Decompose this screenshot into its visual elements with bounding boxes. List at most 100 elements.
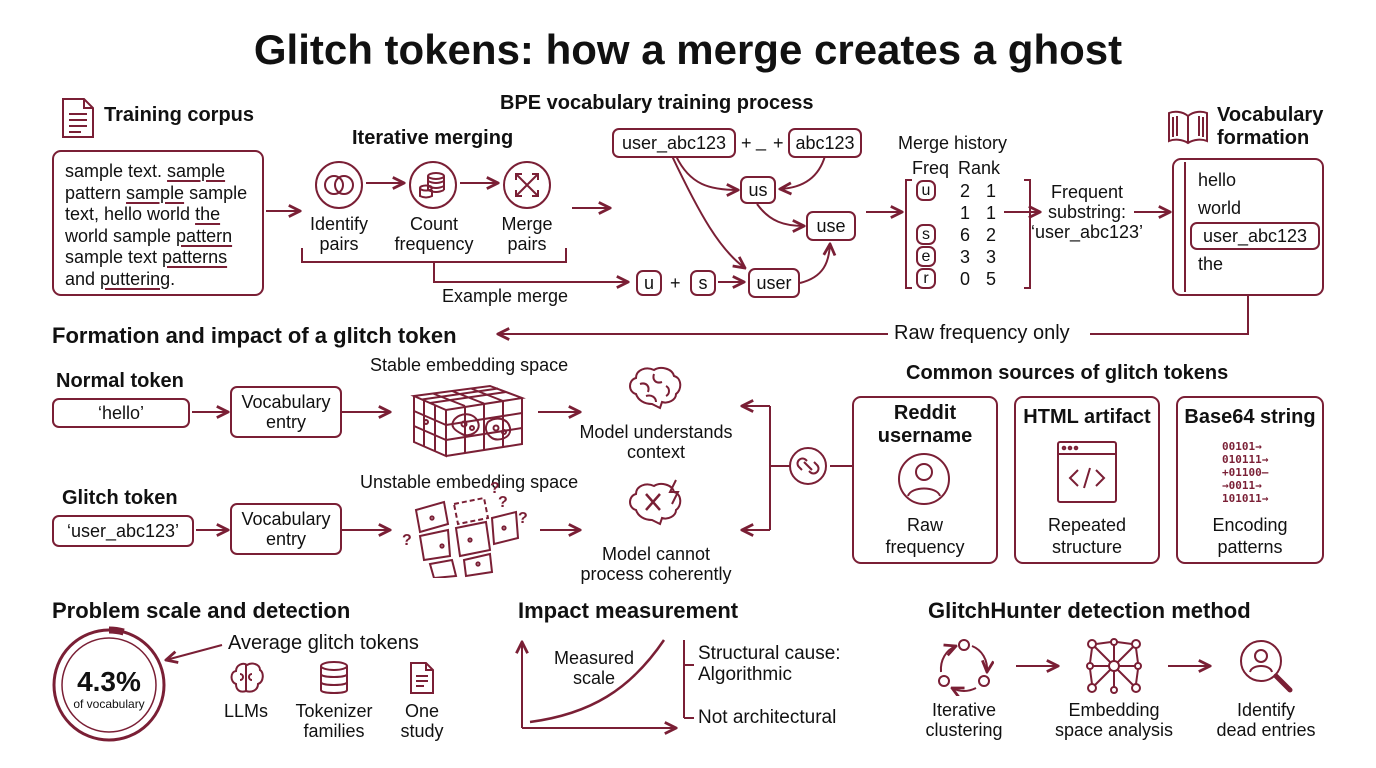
hunter-heading: GlitchHunter detection method	[928, 598, 1251, 623]
corpus-word: sample	[126, 182, 185, 203]
glitch-token-heading: Glitch token	[62, 487, 178, 509]
plus-sign-1: +	[741, 133, 752, 153]
stable-space-label: Stable embedding space	[370, 355, 569, 375]
example-merge-label: Example merge	[442, 286, 569, 306]
corpus-word: text, hello world	[65, 204, 196, 224]
merge-history-heading: Merge history	[898, 133, 1008, 153]
history-rank: 1	[986, 181, 997, 201]
history-freq: 1	[960, 203, 971, 223]
formation-heading: Formation and impact of a glitch token	[52, 323, 457, 348]
brain-icon	[629, 367, 682, 410]
token-user-abc123: user_abc123	[612, 128, 736, 158]
binary-line: +01100–	[1222, 466, 1269, 479]
measured-scale-label: Measured scale	[553, 648, 635, 688]
merge-arrows-icon	[503, 161, 551, 209]
question-mark-2: ?	[498, 494, 508, 511]
history-freq: 0	[960, 269, 971, 289]
source-reddit-caption: Raw frequency	[885, 515, 965, 557]
hunter-step-clustering: Iterative clustering	[925, 700, 1003, 740]
vocab-item-user-abc123: user_abc123	[1190, 222, 1320, 250]
scale-value-caption: of vocabulary	[73, 697, 145, 711]
corpus-word: patterns	[162, 247, 228, 267]
corpus-word: pattern	[65, 182, 127, 203]
history-rank: 5	[986, 269, 997, 289]
source-html-title: HTML artifact	[1023, 406, 1151, 428]
step-merge-pairs: Merge pairs	[501, 214, 553, 254]
impact-heading: Impact measurement	[518, 598, 739, 623]
vocabulary-box: hello world user_abc123 the	[1172, 158, 1324, 296]
plus-sign-2: +	[773, 133, 784, 153]
normal-vocab-entry: Vocabulary entry	[230, 386, 342, 438]
corpus-word: sample text	[65, 247, 163, 267]
structural-cause-label: Structural cause: Algorithmic	[698, 643, 841, 685]
not-architectural-label: Not architectural	[698, 707, 837, 728]
average-glitch-label: Average glitch tokens	[228, 632, 419, 654]
corpus-line: text, hello world the	[65, 204, 247, 226]
document-icon	[62, 98, 94, 138]
vocabulary-heading: Vocabulary formation	[1217, 104, 1324, 149]
corpus-line: and puttering.	[65, 269, 247, 291]
token-use: use	[806, 211, 856, 241]
venn-icon	[315, 161, 363, 209]
page-title: Glitch tokens: how a merge creates a gho…	[253, 26, 1123, 73]
history-col-rank: Rank	[958, 158, 1001, 178]
unstable-space-label: Unstable embedding space	[360, 472, 579, 492]
glitch-token-value: ‘user_abc123’	[52, 515, 194, 547]
glitch-result-label: Model cannot process coherently	[580, 544, 732, 584]
binary-icon: 00101→010111→+01100–→0011→101011→	[1222, 440, 1268, 505]
vocab-item-hello: hello	[1198, 170, 1237, 190]
source-base64-caption: Encoding patterns	[1212, 515, 1288, 557]
history-col-freq: Freq	[912, 158, 950, 178]
binary-line: 00101→	[1222, 440, 1262, 453]
sources-heading: Common sources of glitch tokens	[906, 362, 1229, 384]
underscore-token: _	[756, 131, 767, 151]
bpe-heading: BPE vocabulary training process	[500, 92, 814, 114]
brain-broken-icon	[629, 479, 682, 526]
corpus-line: pattern sample sample	[65, 183, 247, 205]
raw-frequency-label: Raw frequency only	[894, 322, 1070, 344]
history-token	[916, 202, 936, 223]
normal-result-label: Model understands context	[579, 422, 733, 462]
hunter-step-dead-entries: Identify dead entries	[1216, 700, 1316, 740]
user-icon	[898, 453, 950, 505]
corpus-word: the	[195, 204, 221, 224]
coins-icon	[409, 161, 457, 209]
hunter-step-embedding-analysis: Embedding space analysis	[1054, 700, 1174, 740]
link-broken-icon	[789, 447, 827, 485]
normal-token-value: ‘hello’	[52, 398, 190, 428]
scale-heading: Problem scale and detection	[52, 598, 351, 623]
history-freq: 6	[960, 225, 971, 245]
history-rank: 3	[986, 247, 997, 267]
corpus-word: sample	[167, 161, 226, 181]
history-freq: 2	[960, 181, 971, 201]
corpus-word: puttering	[100, 268, 171, 289]
code-window-icon	[1057, 441, 1117, 503]
magnifier-user-icon	[1240, 640, 1293, 693]
scale-item-llms: LLMs	[223, 701, 268, 721]
source-card-base64	[1176, 396, 1324, 564]
database-icon	[320, 661, 348, 694]
corpus-line: sample text. sample	[65, 161, 247, 183]
brain-small-icon	[230, 662, 264, 693]
scale-item-one-study: One study	[400, 701, 444, 741]
corpus-word: .	[170, 268, 176, 289]
question-mark-1: ?	[490, 480, 500, 497]
vocab-item-the: the	[1198, 254, 1224, 274]
network-icon	[1086, 638, 1142, 694]
corpus-heading: Training corpus	[104, 104, 255, 126]
broken-cube-icon	[414, 496, 520, 578]
vocab-item-world: world	[1198, 198, 1242, 218]
source-html-caption: Repeated structure	[1047, 515, 1127, 557]
history-token: u	[916, 180, 936, 201]
cycle-icon	[938, 639, 994, 696]
merging-heading: Iterative merging	[352, 127, 514, 149]
history-token: s	[916, 224, 936, 245]
plus-sign-3: +	[670, 273, 681, 293]
corpus-word: sample text.	[65, 161, 168, 181]
source-base64-title: Base64 string	[1184, 406, 1316, 428]
corpus-word: and	[65, 268, 101, 289]
step-identify-pairs: Identify pairs	[309, 214, 369, 254]
corpus-line: sample text patterns	[65, 247, 247, 269]
question-mark-3: ?	[518, 510, 528, 527]
